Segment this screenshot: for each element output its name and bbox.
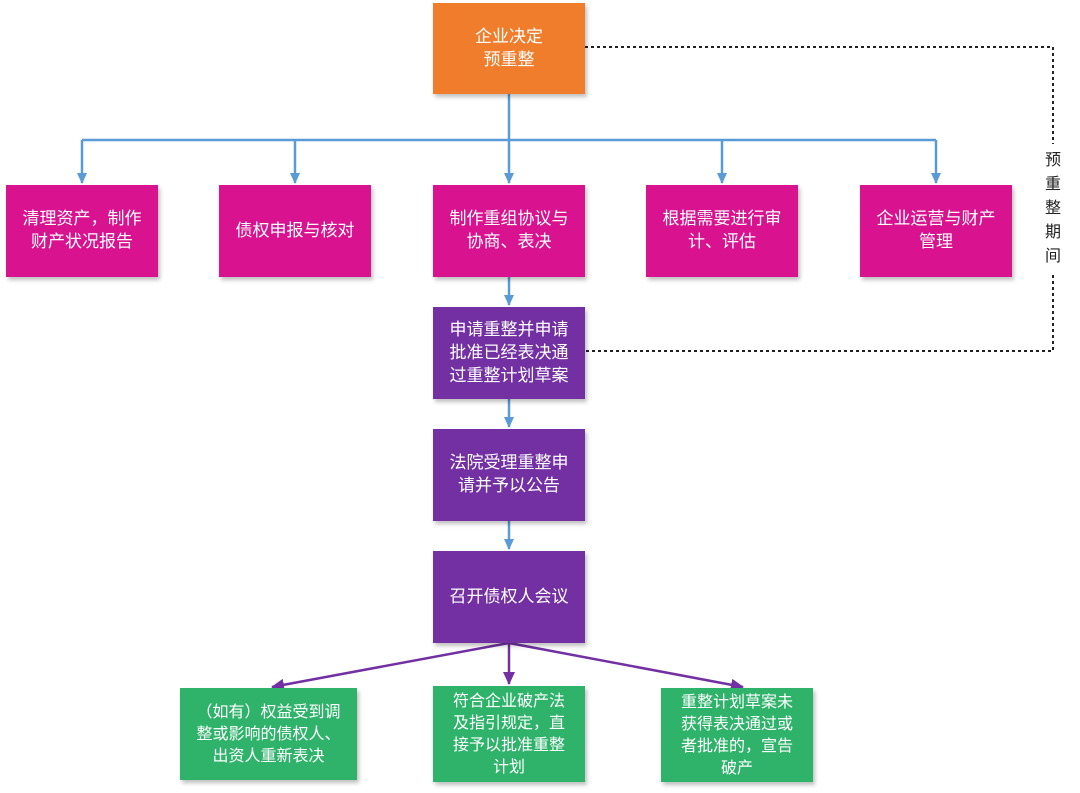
step-box-3: 制作重组协议与 协商、表决 <box>433 185 585 277</box>
arrow-to-outcome-1 <box>271 641 510 691</box>
arrow-to-outcome-3 <box>508 641 744 691</box>
period-label: 预 重 整 期 间 <box>1036 144 1070 272</box>
step-box-1: 清理资产，制作 财产状况报告 <box>6 185 158 277</box>
outcome-box-1: （如有）权益受到调 整或影响的债权人、 出资人重新表决 <box>180 688 357 780</box>
meeting-box: 召开债权人会议 <box>433 551 585 643</box>
court-accept-box: 法院受理重整申 请并予以公告 <box>433 429 585 521</box>
step-box-4: 根据需要进行审 计、评估 <box>646 185 798 277</box>
start-box: 企业决定 预重整 <box>433 3 585 94</box>
step-box-2: 债权申报与核对 <box>219 185 371 277</box>
apply-box: 申请重整并申请 批准已经表决通 过重整计划草案 <box>433 307 585 399</box>
outcome-box-2: 符合企业破产法 及指引规定，直 接予以批准重整 计划 <box>433 686 585 782</box>
outcome-box-3: 重整计划草案未 获得表决通过或 者批准的，宣告 破产 <box>661 688 813 782</box>
step-box-5: 企业运营与财产 管理 <box>860 185 1012 277</box>
